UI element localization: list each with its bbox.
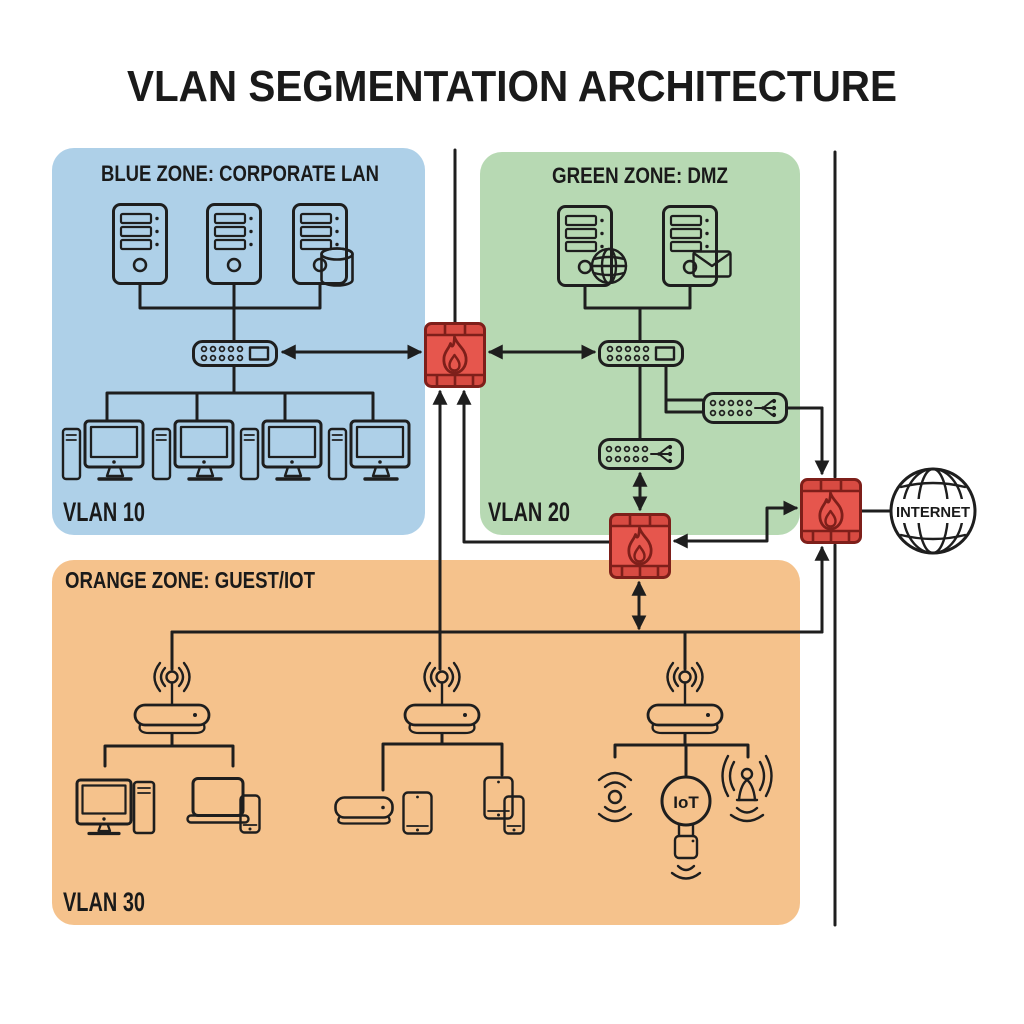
vlan10-label: VLAN 10 xyxy=(63,497,145,527)
iot-label: IoT xyxy=(673,793,699,812)
orange-zone-label: ORANGE ZONE: GUEST/IOT xyxy=(65,567,315,593)
vlan20-label: VLAN 20 xyxy=(488,497,570,527)
green-zone-label: GREEN ZONE: DMZ xyxy=(552,163,728,188)
firewall-dmz-guest-icon xyxy=(609,513,671,579)
internet-label-band xyxy=(895,499,971,523)
zone-boundary-lines xyxy=(453,148,837,927)
antenna-sensor-icon xyxy=(721,754,773,823)
iot-device-icon: IoT xyxy=(660,775,712,880)
firewall-internet-edge-icon xyxy=(800,478,862,544)
arrow-mid-firewall-to-edge-firewall xyxy=(672,500,799,549)
firewall-blue-green-icon xyxy=(424,322,486,388)
internet-label: INTERNET xyxy=(896,504,970,521)
connections xyxy=(103,283,893,792)
arrow-mid-firewall-to-top-firewall xyxy=(456,389,611,544)
vlan30-label: VLAN 30 xyxy=(63,887,145,917)
iot-group: IoT xyxy=(597,754,773,880)
diagram-title: VLAN SEGMENTATION ARCHITECTURE xyxy=(127,62,897,111)
internet-node: INTERNET xyxy=(889,467,977,555)
blue-zone-label: BLUE ZONE: CORPORATE LAN xyxy=(101,161,379,186)
wireless-sensor-icon xyxy=(597,771,633,823)
